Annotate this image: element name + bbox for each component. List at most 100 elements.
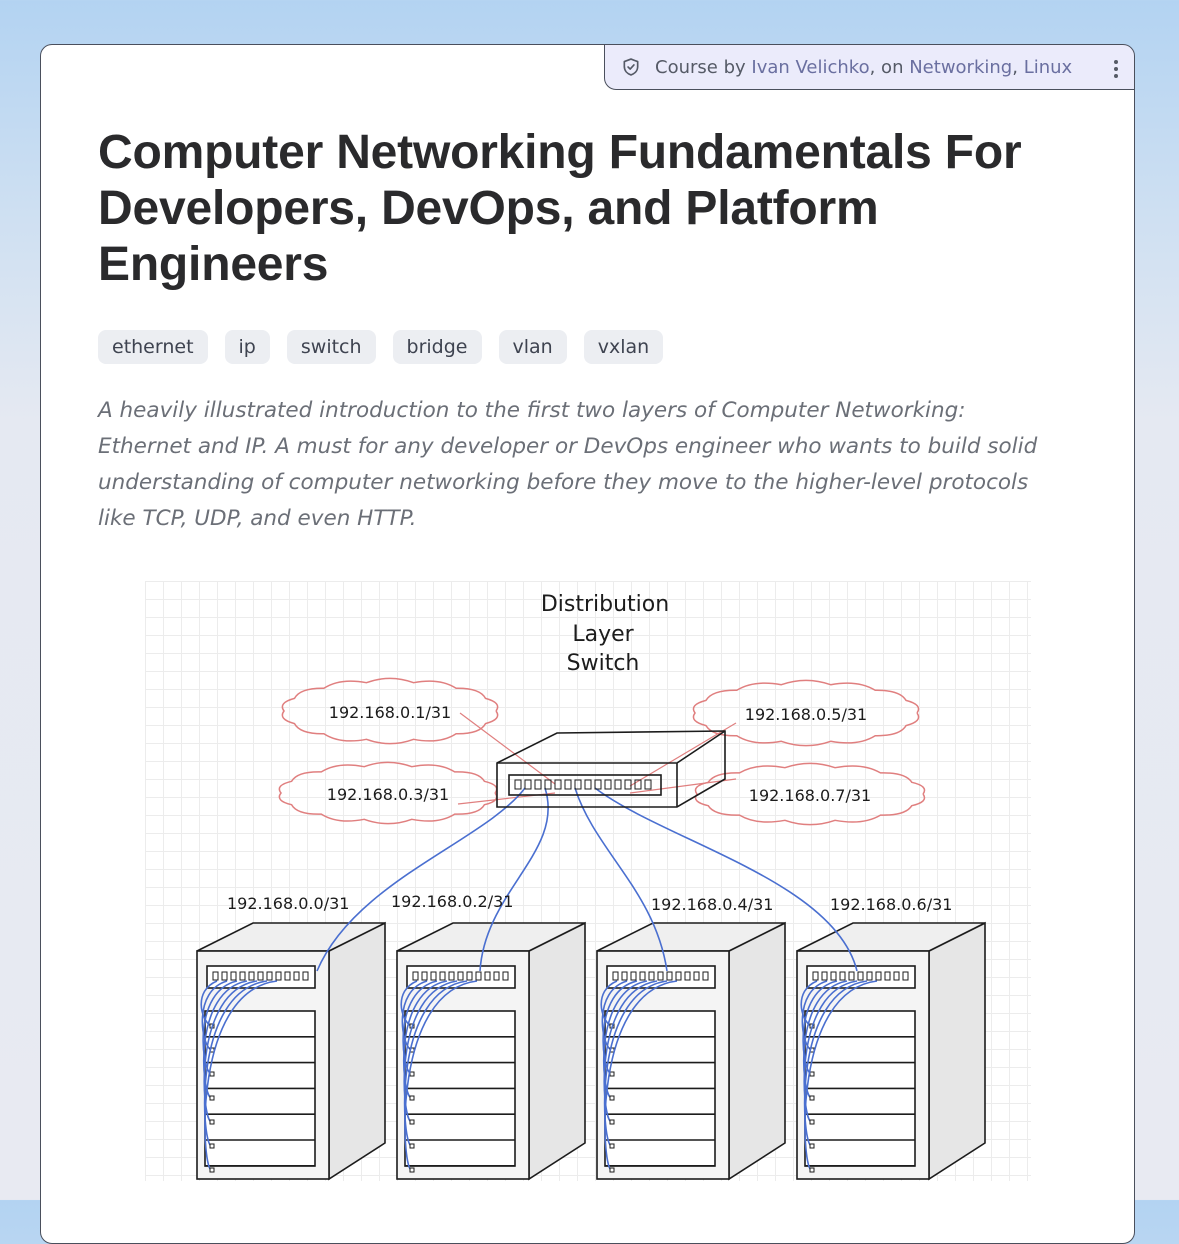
switch-port [604,779,612,790]
uplink-address-label: 192.168.0.4/31 [651,895,773,914]
server-cable [403,980,468,1147]
server-port [409,1143,415,1149]
switch-port [594,779,602,790]
rack-port [702,971,709,981]
rack-port [457,971,464,981]
server-port [209,1095,215,1101]
tag-vlan[interactable]: vlan [498,330,567,364]
server-rack [596,921,786,1181]
rack-port [412,971,419,981]
rack-port [284,971,291,981]
meta-prefix: Course by [655,56,746,78]
server-racks [196,921,986,1181]
server-port [409,1071,415,1077]
server-port [209,1143,215,1149]
server-cable [802,980,838,1075]
meta-separator: , [1012,56,1018,78]
server-port [609,1143,615,1149]
rack-port [639,971,646,981]
uplink-cable [574,787,668,972]
cloud-address-label: 192.168.0.1/31 [329,703,451,722]
server-port [809,1095,815,1101]
tag-bridge[interactable]: bridge [392,330,482,364]
switch-body [496,730,726,808]
switch-port [574,779,582,790]
tag-switch[interactable]: switch [286,330,376,364]
tag-ethernet[interactable]: ethernet [98,330,208,364]
shield-check-icon [623,58,639,76]
address-cloud [278,761,498,825]
tag-vxlan[interactable]: vxlan [583,330,664,364]
server-port [809,1143,815,1149]
rack-port [821,971,828,981]
server-cable [804,980,878,1171]
rack-side [328,921,386,1181]
server-port [809,1167,815,1173]
switch-port [514,779,522,790]
rack-port [275,971,282,981]
uplink-cable [316,787,526,972]
rack-port [839,971,846,981]
tag-list: ethernet ip switch bridge vlan vxlan [98,330,664,364]
switch-port [534,779,542,790]
rack-port [612,971,619,981]
server-rack [796,921,986,1181]
rack-port [302,971,309,981]
author-link[interactable]: Ivan Velichko [751,56,870,78]
cloud-address-label: 192.168.0.7/31 [749,786,871,805]
server-cable [803,980,858,1123]
rack-port [248,971,255,981]
server-cable [803,980,868,1147]
course-meta-bar: Course by Ivan Velichko, on Networking, … [604,45,1134,90]
rack-port [648,971,655,981]
switch-port [554,779,562,790]
switch-label-line: Switch [567,651,640,676]
blue-cables [200,787,878,1173]
server-cable [603,980,658,1123]
course-card: Course by Ivan Velichko, on Networking, … [40,44,1135,1244]
server-cable [203,980,258,1123]
server-port [809,1071,815,1077]
rack-port [293,971,300,981]
switch-label-line: Distribution [541,592,669,617]
topic-link-networking[interactable]: Networking [909,56,1013,78]
switch-port [584,779,592,790]
address-cloud [281,677,499,745]
rack-port [693,971,700,981]
server-port [609,1167,615,1173]
server-cable [602,980,638,1075]
rack-port [621,971,628,981]
topic-link-linux[interactable]: Linux [1023,56,1073,78]
switch-port [624,779,632,790]
switch-edges [497,730,726,807]
rack-port [502,971,509,981]
server-cable [204,980,278,1171]
address-cloud [694,762,926,826]
rack-port [848,971,855,981]
page-title: Computer Networking Fundamentals For Dev… [98,126,1022,291]
distribution-switch [496,730,726,808]
uplink-address-label: 192.168.0.2/31 [391,892,513,911]
cloud-address-label: 192.168.0.3/31 [327,785,449,804]
tag-ip[interactable]: ip [224,330,270,364]
server-port [209,1071,215,1077]
switch-port [524,779,532,790]
server-cable [202,980,238,1075]
rack-port [857,971,864,981]
course-description: A heavily illustrated introduction to th… [98,398,1038,531]
server-cable [402,980,438,1075]
more-vertical-icon[interactable] [1104,56,1120,78]
rack-port [902,971,909,981]
rack-port [448,971,455,981]
server-port [209,1167,215,1173]
rack-port [421,971,428,981]
switch-port [644,779,652,790]
rack-port [466,971,473,981]
rack-port [239,971,246,981]
rack-port [221,971,228,981]
server-port [609,1095,615,1101]
rack-port [830,971,837,981]
switch-port-panel [508,774,662,796]
server-cable [604,980,678,1171]
